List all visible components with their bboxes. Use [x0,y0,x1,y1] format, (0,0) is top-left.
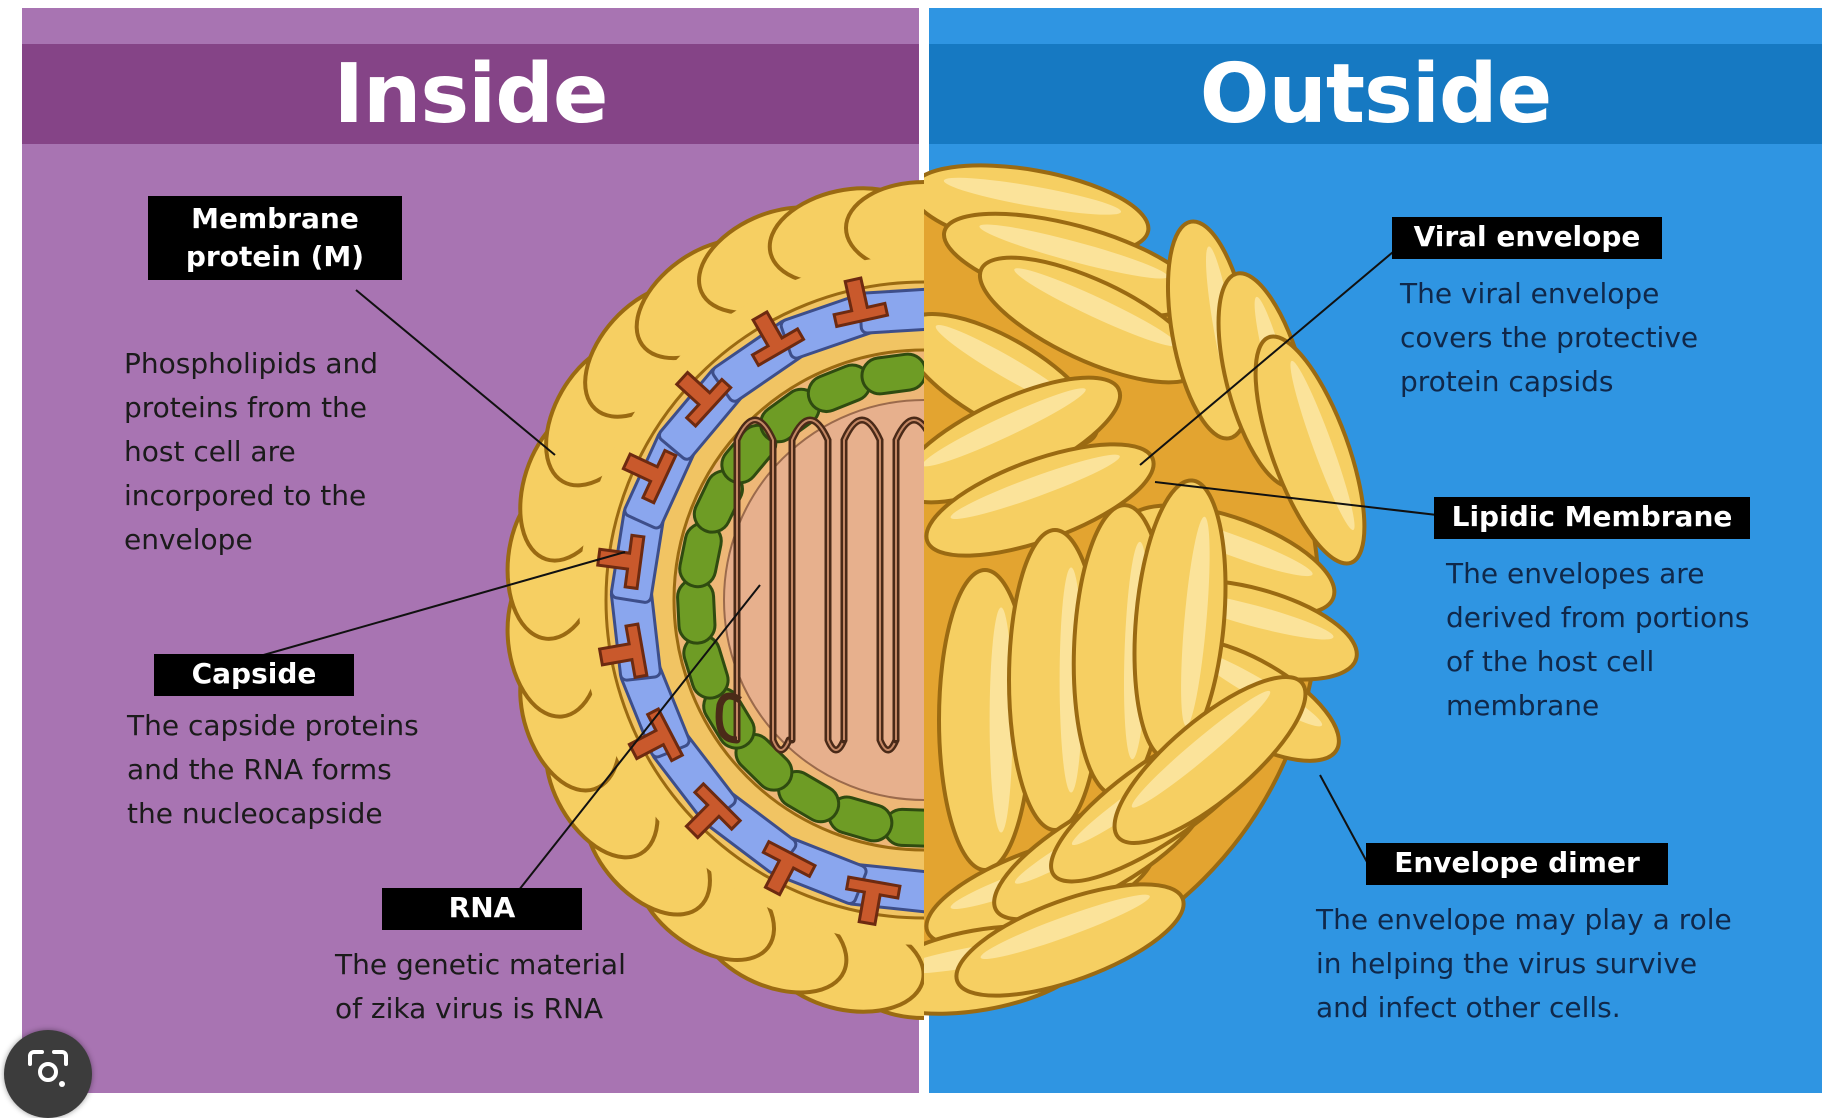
envelope-dimer-label: Envelope dimer [1366,843,1668,885]
google-lens-button[interactable] [4,1030,92,1118]
google-lens-icon [26,1048,70,1092]
viral-envelope-description: The viral envelope covers the protective… [1400,272,1698,404]
rna-description: The genetic material of zika virus is RN… [335,943,626,1031]
lipidic-membrane-description: The envelopes are derived from portions … [1446,552,1749,728]
membrane-protein-label: Membrane protein (M) [148,196,402,280]
envelope-dimer-description: The envelope may play a role in helping … [1316,898,1732,1030]
rna-label: RNA [382,888,582,930]
capside-label: Capside [154,654,354,696]
capside-description: The capside proteins and the RNA forms t… [127,704,419,836]
lipidic-membrane-label: Lipidic Membrane [1434,497,1750,539]
capsid-protein [677,578,716,644]
membrane-protein-description: Phospholipids and proteins from the host… [124,342,378,562]
infographic: Inside Outside Membrane protein (M) Phos… [0,0,1822,1093]
viral-envelope-label: Viral envelope [1392,217,1662,259]
